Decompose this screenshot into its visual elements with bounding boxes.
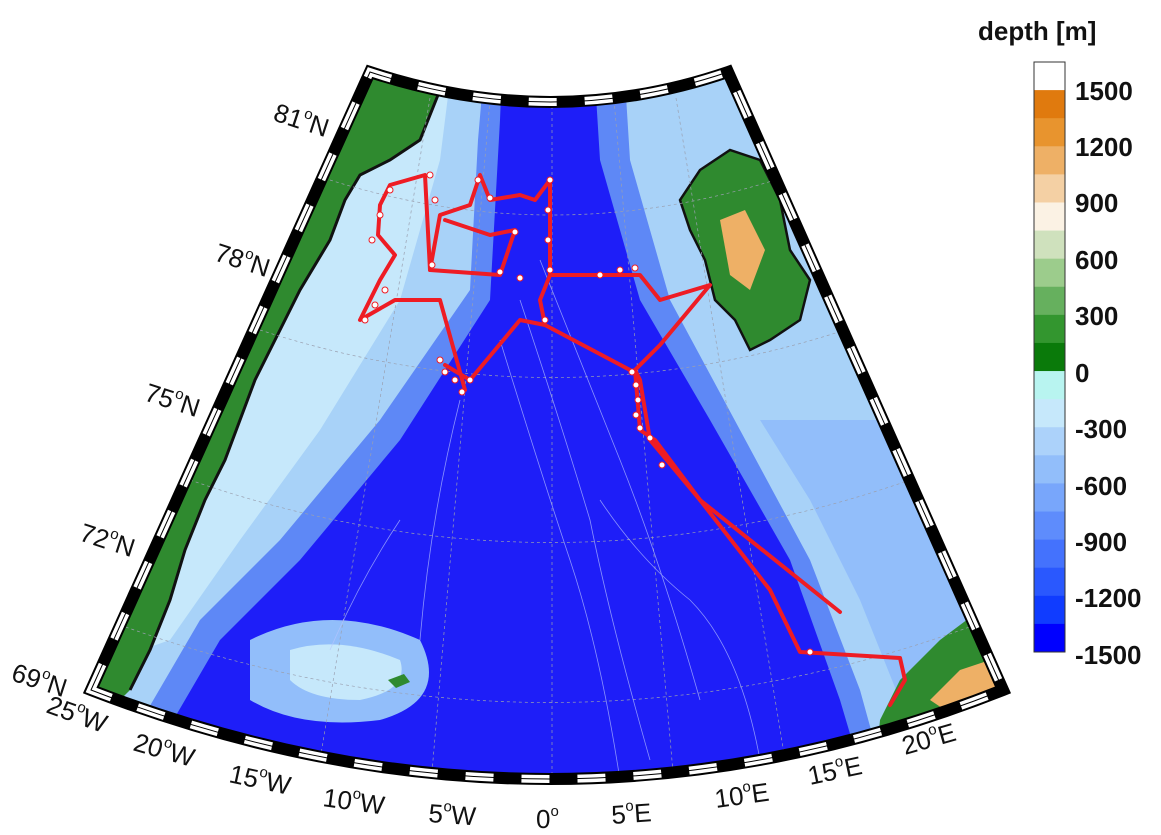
colorbar-swatch <box>1034 314 1065 344</box>
cruise-stations <box>361 171 814 656</box>
cb-tick-0: 0 <box>1075 358 1089 388</box>
lat-label-81: 81oN <box>270 96 333 143</box>
graticule <box>119 97 976 779</box>
colorbar-swatch <box>1034 539 1065 569</box>
lat-label-72: 72oN <box>76 516 139 563</box>
colorbar-swatch <box>1034 427 1065 456</box>
lon-label-15e: 15oE <box>805 749 865 791</box>
bathymetry-contours <box>329 259 761 779</box>
lat-label-75: 75oN <box>141 376 204 423</box>
lat-label-78: 78oN <box>211 236 274 283</box>
colorbar-swatch <box>1034 342 1065 372</box>
colorbar-swatch <box>1034 174 1065 203</box>
colorbar-swatch <box>1034 455 1065 484</box>
colorbar-ticks: 1500 1200 900 600 300 0 -300 -600 -900 -… <box>1075 76 1142 670</box>
greenland-coast-highlight <box>128 89 442 691</box>
colorbar-swatch <box>1034 202 1065 232</box>
iceland-plateau-shallow <box>290 644 402 700</box>
cb-tick-1200: 1200 <box>1075 132 1133 162</box>
colorbar-swatch <box>1034 258 1065 288</box>
colorbar-swatch <box>1034 230 1065 260</box>
cb-tick-m1500: -1500 <box>1075 640 1142 670</box>
lon-label-15w: 15oW <box>227 758 294 801</box>
colorbar-swatch <box>1034 623 1065 653</box>
colorbar: depth [m] 1500 1200 900 600 300 0 -300 -… <box>978 16 1142 670</box>
colorbar-swatch <box>1034 146 1065 175</box>
lon-label-10w: 10oW <box>321 781 387 820</box>
colorbar-swatch <box>1034 483 1065 513</box>
cb-tick-900: 900 <box>1075 188 1118 218</box>
longitude-labels: 25oW 20oW 15oW 10oW 5oW 0o 5oE 10oE 15oE… <box>43 689 959 834</box>
cb-tick-300: 300 <box>1075 301 1118 331</box>
colorbar-swatch <box>1034 399 1065 428</box>
jan-mayen-island <box>388 674 410 688</box>
cb-tick-m600: -600 <box>1075 471 1127 501</box>
cruise-track <box>358 173 907 707</box>
map-frame <box>82 64 1012 785</box>
colorbar-swatches <box>1034 62 1065 653</box>
cb-tick-m1200: -1200 <box>1075 583 1142 613</box>
lon-label-0: 0o <box>536 803 559 834</box>
cb-tick-1500: 1500 <box>1075 76 1133 106</box>
lon-label-5w: 5oW <box>428 797 478 831</box>
lon-label-5e: 5oE <box>610 796 652 830</box>
colorbar-swatch <box>1034 567 1065 597</box>
colorbar-swatch <box>1034 511 1065 541</box>
svalbard-highland <box>720 210 765 290</box>
cb-tick-m900: -900 <box>1075 527 1127 557</box>
colorbar-swatch <box>1034 62 1065 91</box>
colorbar-swatch <box>1034 286 1065 316</box>
lon-label-10e: 10oE <box>713 776 771 814</box>
cb-tick-600: 600 <box>1075 245 1118 275</box>
colorbar-swatch <box>1034 595 1065 625</box>
colorbar-title: depth [m] <box>978 16 1096 46</box>
lon-label-20w: 20oW <box>130 726 198 773</box>
colorbar-swatch <box>1034 90 1065 119</box>
colorbar-outline <box>1033 61 1066 653</box>
colorbar-swatch <box>1034 118 1065 147</box>
colorbar-swatch <box>1034 371 1065 400</box>
cb-tick-m300: -300 <box>1075 414 1127 444</box>
